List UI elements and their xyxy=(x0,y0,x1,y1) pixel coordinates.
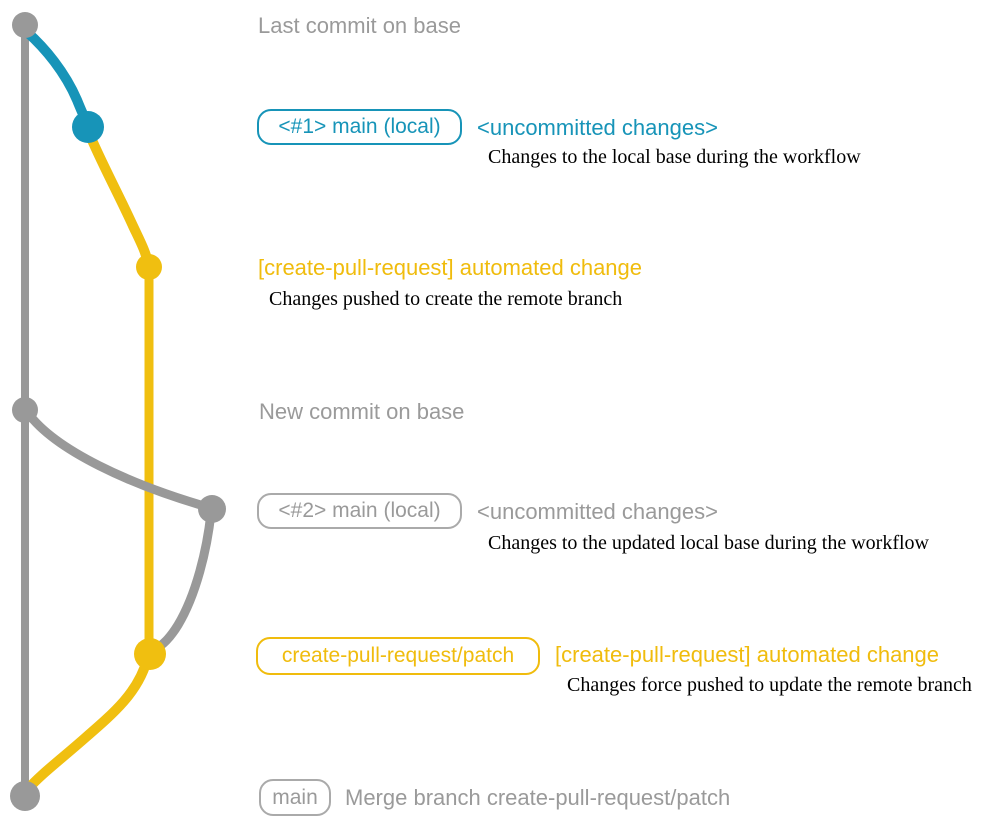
description-local-base-changes-1: Changes to the local base during the wor… xyxy=(488,146,861,168)
patch-branch-curve-top xyxy=(84,128,154,272)
commit-node-local-2 xyxy=(198,495,226,523)
new-commit-on-base-label: New commit on base xyxy=(259,399,465,424)
description-force-push-update-branch: Changes force pushed to update the remot… xyxy=(567,674,972,696)
description-local-base-changes-2: Changes to the updated local base during… xyxy=(488,532,929,554)
branch-badge-main-local-1: <#1> main (local) xyxy=(257,109,462,145)
uncommitted-changes-label-2: <uncommitted changes> xyxy=(477,499,718,524)
commit-message-automated-change-1: [create-pull-request] automated change xyxy=(258,255,643,280)
updated-local-merge-curve xyxy=(149,508,216,655)
uncommitted-changes-label-1: <uncommitted changes> xyxy=(477,115,718,140)
branch-badge-create-pull-request-patch: create-pull-request/patch xyxy=(256,637,540,675)
branch-badge-main-local-2: <#2> main (local) xyxy=(257,493,462,529)
commit-node-patch-2 xyxy=(134,638,166,670)
commit-node-local-1 xyxy=(72,111,104,143)
local-main-branch-teal xyxy=(22,27,93,131)
commit-node-patch-1 xyxy=(136,254,162,280)
commit-message-merge-branch: Merge branch create-pull-request/patch xyxy=(345,785,731,810)
branch-badge-main: main xyxy=(259,779,331,816)
updated-local-branch-curve xyxy=(23,408,216,513)
commit-node-base-1 xyxy=(12,12,38,38)
commit-message-automated-change-2: [create-pull-request] automated change xyxy=(555,642,940,667)
commit-node-merge xyxy=(10,781,40,811)
commit-node-base-2 xyxy=(12,397,38,423)
last-commit-on-base-label: Last commit on base xyxy=(258,13,461,38)
description-push-create-branch: Changes pushed to create the remote bran… xyxy=(269,288,623,310)
patch-branch-curve-bottom xyxy=(22,655,152,795)
